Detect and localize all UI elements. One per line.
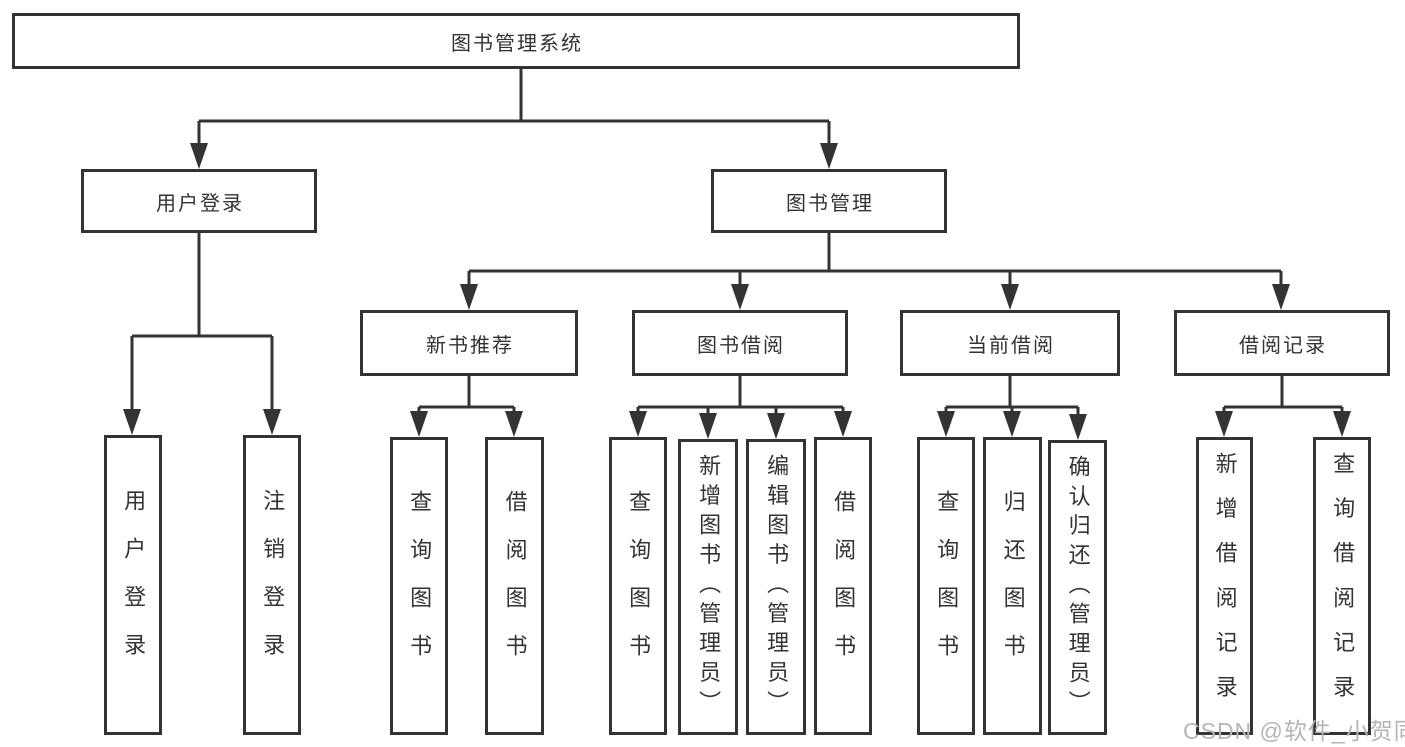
node-label: 借阅记录 [1239, 334, 1327, 357]
node-label: 查询借阅记录 [1330, 452, 1356, 720]
node-book-management: 图书管理 [711, 169, 947, 233]
node-label: 注销登录 [260, 489, 286, 681]
node-book-borrowing: 图书借阅 [632, 310, 848, 376]
node-label: 当前借阅 [967, 334, 1055, 357]
node-label: 归还图书 [1000, 490, 1026, 682]
leaf-confirm-return-admin: 确认归还（管理员） [1048, 440, 1107, 735]
node-label: 查询图书 [934, 490, 960, 682]
csdn-watermark: CSDN @软件_小贺同学 [1183, 718, 1405, 744]
node-label: 图书管理 [786, 192, 874, 215]
node-user-login: 用户登录 [81, 169, 317, 233]
leaf-user-login: 用户登录 [104, 435, 162, 735]
leaf-borrow-books: 借阅图书 [485, 437, 544, 735]
node-label: 借阅图书 [502, 490, 528, 682]
node-label: 查询图书 [407, 490, 433, 682]
leaf-query-borrow-record: 查询借阅记录 [1313, 437, 1371, 735]
node-label: 新书推荐 [426, 334, 514, 357]
leaf-query-books: 查询图书 [609, 437, 667, 735]
leaf-add-borrow-record: 新增借阅记录 [1196, 437, 1253, 735]
node-label: 编辑图书（管理员） [764, 454, 790, 720]
node-label: 查询图书 [626, 490, 652, 682]
node-label: 图书管理系统 [451, 32, 583, 55]
node-current-borrowing: 当前借阅 [900, 310, 1120, 376]
node-label: 新增借阅记录 [1212, 452, 1238, 720]
node-label: 图书借阅 [697, 334, 785, 357]
node-borrowing-records: 借阅记录 [1174, 310, 1390, 376]
node-library-management-system: 图书管理系统 [12, 13, 1020, 69]
node-label: 确认归还（管理员） [1065, 455, 1091, 720]
node-label: 借阅图书 [831, 490, 857, 682]
node-label: 用户登录 [156, 192, 244, 215]
leaf-query-books: 查询图书 [917, 437, 975, 735]
leaf-return-books: 归还图书 [983, 437, 1042, 735]
leaf-edit-books-admin: 编辑图书（管理员） [746, 439, 806, 735]
leaf-query-books: 查询图书 [390, 437, 448, 735]
node-label: 新增图书（管理员） [696, 454, 722, 720]
leaf-add-books-admin: 新增图书（管理员） [678, 439, 738, 735]
node-new-book-recommendation: 新书推荐 [360, 310, 578, 376]
leaf-logout: 注销登录 [243, 435, 301, 735]
leaf-borrow-books: 借阅图书 [814, 437, 872, 735]
node-label: 用户登录 [121, 489, 147, 681]
